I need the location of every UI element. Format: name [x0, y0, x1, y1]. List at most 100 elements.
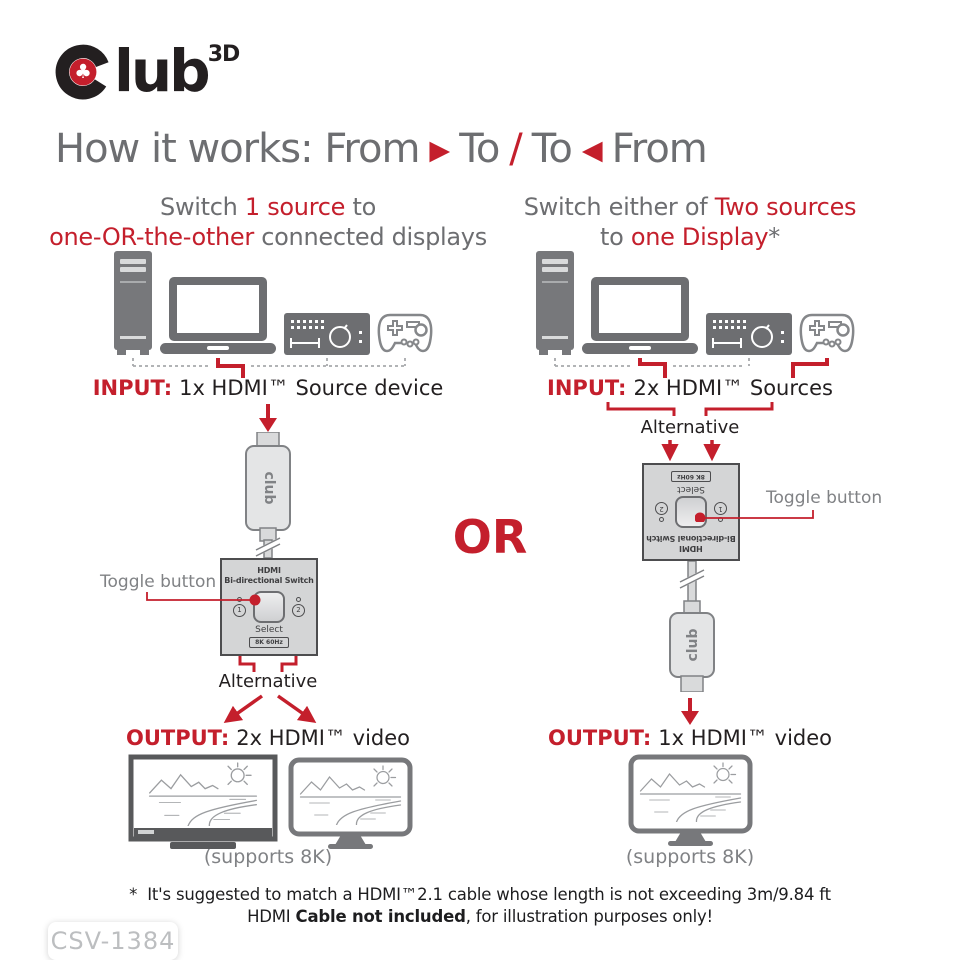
title-text: How it works: From	[55, 126, 420, 172]
port-indicator-2: 2	[292, 596, 305, 617]
output-text: 2x HDMI™ video	[236, 726, 411, 750]
heading-text: to	[600, 223, 631, 251]
left-device-connector-lines	[132, 358, 406, 378]
footnote-line1: * It's suggested to match a HDMI™2.1 cab…	[129, 885, 831, 904]
led-dot	[296, 596, 301, 602]
right-supports-8k-label: (supports 8K)	[625, 846, 755, 868]
right-device-connector-lines	[554, 358, 829, 378]
media-player-icon	[284, 313, 370, 355]
heading-highlight: one-OR-the-other	[49, 223, 254, 251]
select-toggle-button	[253, 590, 285, 623]
left-toggle-pointer-line	[146, 592, 261, 606]
switch-title-line2: Bi-directional Switch	[224, 576, 314, 586]
heading-highlight: Two sources	[714, 193, 857, 221]
8k-badge: 8K 60Hz	[249, 636, 289, 648]
footnote: * It's suggested to match a HDMI™2.1 cab…	[80, 884, 880, 929]
output-label: OUTPUT:	[547, 726, 652, 750]
cable-brand-text: club	[685, 628, 701, 661]
title-slash: /	[509, 126, 523, 172]
port-indicator-2: 2	[655, 502, 668, 523]
game-controller-icon	[377, 313, 433, 353]
club-suit-glyph: ♣	[74, 60, 92, 83]
heading-text: Switch	[160, 193, 245, 221]
title-text: From	[611, 126, 708, 172]
switch-title-line2: Bi-directional Switch	[646, 533, 736, 543]
right-alternative-brackets	[606, 402, 774, 416]
port-number: 2	[655, 502, 668, 516]
footnote-line2: HDMI Cable not included, for illustratio…	[80, 906, 880, 928]
left-supports-8k-label: (supports 8K)	[203, 846, 333, 868]
left-output-caption: OUTPUT:2x HDMI™ video	[40, 726, 496, 750]
footnote-text: HDMI	[247, 907, 296, 927]
footnote-bold-text: Cable not included	[295, 907, 466, 927]
club3d-logo-icon: ♣	[55, 44, 111, 100]
or-separator: OR	[452, 510, 528, 564]
left-input-caption: INPUT:1x HDMI™ Source device	[40, 376, 496, 400]
hdmi-cable-left: club	[245, 432, 291, 558]
input-label: INPUT:	[547, 376, 627, 400]
left-down-arrow	[259, 404, 277, 432]
logo-3d-superscript: 3D	[207, 42, 241, 67]
right-input-caption: INPUT:2x HDMI™ Sources	[490, 376, 890, 400]
output-label: OUTPUT:	[125, 726, 230, 750]
switch-title-line1: HDMI	[679, 544, 703, 553]
hdmi-cable-right: club	[669, 561, 715, 692]
heading-highlight: one Display	[630, 223, 769, 251]
media-player-icon	[706, 313, 792, 355]
port-number: 1	[233, 603, 246, 617]
arrow-left-icon: ◀	[581, 135, 603, 166]
input-text: 1x HDMI™ Source device	[179, 376, 444, 400]
input-text: 2x HDMI™ Sources	[633, 376, 833, 400]
title-text: To	[531, 126, 573, 172]
left-source-devices	[112, 250, 434, 356]
right-column-heading: Switch either of Two sources to one Disp…	[490, 192, 890, 252]
logo-wordmark: lub	[114, 37, 211, 105]
heading-text: to	[345, 193, 376, 221]
switch-title: HDMI Bi-directional Switch	[646, 532, 735, 553]
right-down-arrows	[661, 440, 721, 462]
left-column-heading: Switch 1 source to one-OR-the-other conn…	[40, 192, 496, 252]
laptop-icon	[582, 277, 698, 354]
tv-display-icon	[128, 754, 278, 849]
product-sku-badge: CSV-1384	[48, 922, 178, 960]
heading-text: connected displays	[253, 223, 487, 251]
page-title: How it works: From ▶ To/To ◀ From	[55, 126, 708, 172]
right-output-display	[628, 754, 753, 850]
hdmi-switch-device-right: HDMI Bi-directional Switch 1 2 Select 8K…	[642, 463, 740, 561]
select-label: Select	[677, 484, 705, 495]
arrow-right-icon: ▶	[429, 135, 450, 166]
right-toggle-button-callout: Toggle button	[766, 488, 883, 508]
right-output-caption: OUTPUT:1x HDMI™ video	[490, 726, 890, 750]
select-label: Select	[255, 624, 283, 635]
heading-text: Switch either of	[523, 193, 715, 221]
left-alternative-brackets	[238, 656, 298, 672]
monitor-display-icon	[288, 757, 413, 849]
left-toggle-button-callout: Toggle button	[100, 572, 217, 592]
right-source-devices	[534, 250, 856, 356]
output-text: 1x HDMI™ video	[658, 726, 833, 750]
heading-text: *	[768, 223, 780, 251]
hdmi-switch-device-left: HDMI Bi-directional Switch 1 2 Select 8K…	[220, 558, 318, 656]
left-alternative-label: Alternative	[218, 671, 318, 692]
switch-title: HDMI Bi-directional Switch	[224, 566, 314, 587]
monitor-display-icon	[628, 754, 753, 846]
footnote-text: , for illustration purposes only!	[465, 907, 713, 927]
club3d-logo: ♣ lub 3D	[52, 37, 241, 105]
right-output-arrow	[681, 698, 699, 725]
cable-brand-text: club	[261, 471, 277, 504]
port-number: 2	[292, 603, 305, 617]
led-dot	[659, 517, 664, 523]
left-diverging-arrows	[223, 694, 317, 724]
pc-tower-icon	[114, 251, 152, 355]
game-controller-icon	[799, 313, 855, 353]
switch-title-line1: HDMI	[257, 566, 281, 575]
input-label: INPUT:	[92, 376, 173, 400]
8k-badge: 8K 60Hz	[671, 471, 711, 483]
title-text: To	[459, 126, 500, 172]
right-toggle-pointer-line	[695, 510, 814, 522]
laptop-icon	[160, 277, 276, 354]
left-output-displays	[128, 754, 413, 849]
heading-highlight: 1 source	[244, 193, 346, 221]
right-alternative-label: Alternative	[640, 417, 740, 438]
